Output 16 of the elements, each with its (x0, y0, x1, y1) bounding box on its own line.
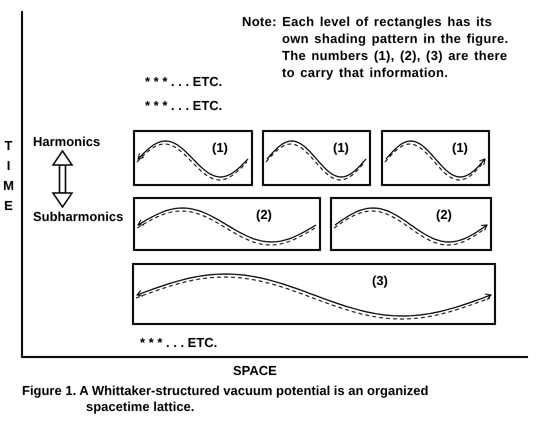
row-label: Harmonics (33, 134, 100, 149)
continuation-text: * * * . . . ETC. (145, 98, 222, 113)
level-number: (2) (256, 207, 272, 222)
level-number: (3) (372, 273, 388, 288)
axis-title: SPACE (233, 363, 277, 378)
row-label: Subharmonics (33, 209, 124, 224)
double-headed-arrow (52, 150, 73, 208)
level-number: (1) (452, 140, 468, 155)
figure-caption: Figure 1. A Whittaker-structured vacuum potential is an organized spacetime lattice. (22, 383, 430, 415)
continuation-text: * * * . . . ETC. (140, 335, 218, 350)
level-number: (1) (212, 140, 228, 155)
level-number: (1) (333, 140, 349, 155)
note-paragraph: Note: Each level of rectangles has its own shading pattern in the figure. The numbers (1), (2), (3) are there to carry that information. (242, 13, 510, 81)
continuation-text: * * * . . . ETC. (145, 74, 222, 89)
axis-title: TIME (1, 138, 15, 218)
level-number: (2) (436, 207, 452, 222)
